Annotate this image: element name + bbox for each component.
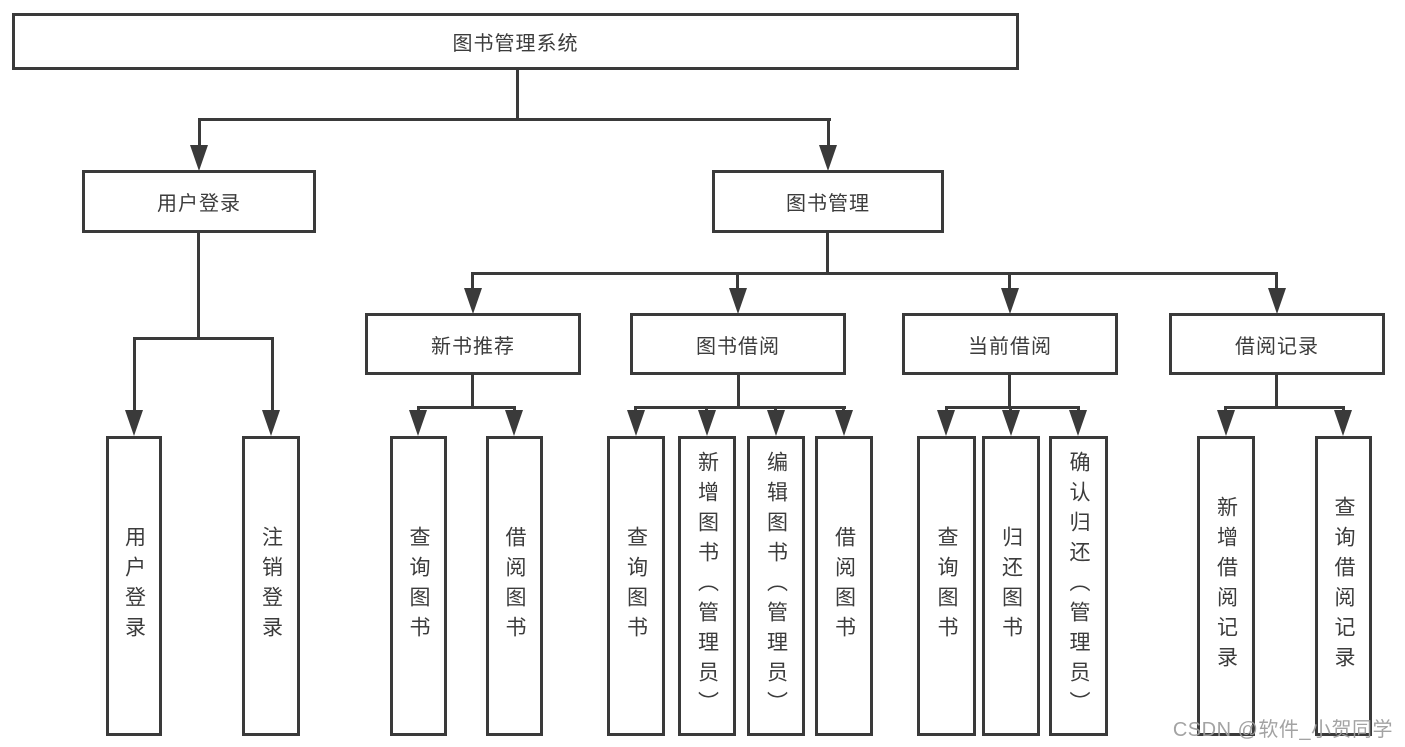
arrowhead-down-icon: [1069, 410, 1087, 436]
arrowhead-down-icon: [409, 410, 427, 436]
node-root-library-system: 图书管理系统: [12, 13, 1019, 70]
node-borrowing-records: 借阅记录: [1169, 313, 1385, 375]
node-label: 图书管理: [786, 193, 870, 215]
arrowhead-down-icon: [729, 288, 747, 314]
tree-connector-line: [133, 337, 274, 340]
leaf-label: 查询借阅记录: [1332, 496, 1355, 676]
leaf-label: 确认归还（管理员）: [1067, 451, 1090, 721]
node-user-login: 用户登录: [82, 170, 316, 233]
tree-connector-line: [1008, 375, 1011, 407]
leaf-query-books-current: 查询图书: [917, 436, 976, 736]
arrowhead-down-icon: [505, 410, 523, 436]
leaf-label: 用户登录: [122, 526, 146, 646]
node-new-book-recommendation: 新书推荐: [365, 313, 581, 375]
node-current-borrowing: 当前借阅: [902, 313, 1118, 375]
arrowhead-down-icon: [262, 410, 280, 436]
tree-connector-line: [471, 272, 1278, 275]
arrowhead-down-icon: [835, 410, 853, 436]
node-book-management: 图书管理: [712, 170, 944, 233]
arrowhead-down-icon: [464, 288, 482, 314]
leaf-label: 查询图书: [624, 526, 648, 646]
tree-connector-line: [198, 118, 831, 121]
arrowhead-down-icon: [1334, 410, 1352, 436]
tree-connector-line: [133, 337, 136, 413]
arrowhead-down-icon: [937, 410, 955, 436]
tree-connector-line: [826, 233, 829, 273]
leaf-label: 注销登录: [259, 526, 283, 646]
leaf-label: 查询图书: [935, 526, 958, 646]
tree-connector-line: [737, 375, 740, 407]
leaf-label: 新增借阅记录: [1214, 496, 1238, 676]
node-label: 图书借阅: [696, 335, 780, 358]
tree-connector-line: [271, 337, 274, 413]
leaf-add-book-admin: 新增图书（管理员）: [678, 436, 736, 736]
arrowhead-down-icon: [698, 410, 716, 436]
tree-connector-line: [1008, 272, 1011, 290]
node-label: 图书管理系统: [452, 33, 579, 55]
leaf-query-books-borrowing: 查询图书: [607, 436, 665, 736]
tree-connector-line: [736, 272, 739, 290]
leaf-edit-book-admin: 编辑图书（管理员）: [747, 436, 805, 736]
node-book-borrowing: 图书借阅: [630, 313, 846, 375]
arrowhead-down-icon: [819, 145, 837, 171]
leaf-borrow-books-borrowing: 借阅图书: [815, 436, 873, 736]
arrowhead-down-icon: [767, 410, 785, 436]
leaf-label: 新增图书（管理员）: [695, 451, 719, 721]
leaf-query-borrow-record: 查询借阅记录: [1315, 436, 1372, 736]
csdn-watermark: CSDN @软件_小贺同学: [1172, 719, 1393, 741]
tree-connector-line: [945, 406, 1079, 409]
node-label: 用户登录: [157, 193, 241, 215]
node-label: 借阅记录: [1235, 335, 1319, 358]
tree-connector-line: [635, 406, 846, 409]
node-label: 新书推荐: [431, 335, 515, 358]
leaf-return-books: 归还图书: [982, 436, 1040, 736]
arrowhead-down-icon: [1217, 410, 1235, 436]
tree-connector-line: [1275, 272, 1278, 290]
arrowhead-down-icon: [627, 410, 645, 436]
arrowhead-down-icon: [1268, 288, 1286, 314]
tree-connector-line: [827, 118, 830, 148]
tree-connector-line: [1224, 406, 1345, 409]
leaf-label: 借阅图书: [503, 526, 526, 646]
leaf-borrow-books-recommend: 借阅图书: [486, 436, 543, 736]
arrowhead-down-icon: [1002, 410, 1020, 436]
leaf-label: 查询图书: [407, 526, 430, 646]
tree-connector-line: [471, 375, 474, 407]
node-label: 当前借阅: [968, 335, 1052, 358]
tree-connector-line: [1275, 375, 1278, 407]
leaf-label: 编辑图书（管理员）: [764, 451, 788, 721]
leaf-query-books-recommend: 查询图书: [390, 436, 447, 736]
leaf-label: 归还图书: [999, 526, 1023, 646]
arrowhead-down-icon: [125, 410, 143, 436]
arrowhead-down-icon: [1001, 288, 1019, 314]
leaf-add-borrow-record: 新增借阅记录: [1197, 436, 1255, 736]
leaf-confirm-return-admin: 确认归还（管理员）: [1049, 436, 1108, 736]
tree-connector-line: [197, 233, 200, 337]
tree-connector-line: [198, 118, 201, 148]
tree-connector-line: [471, 272, 474, 290]
leaf-logout: 注销登录: [242, 436, 300, 736]
tree-connector-line: [516, 70, 519, 120]
leaf-label: 借阅图书: [832, 526, 856, 646]
arrowhead-down-icon: [190, 145, 208, 171]
leaf-user-login: 用户登录: [106, 436, 162, 736]
tree-connector-line: [417, 406, 516, 409]
